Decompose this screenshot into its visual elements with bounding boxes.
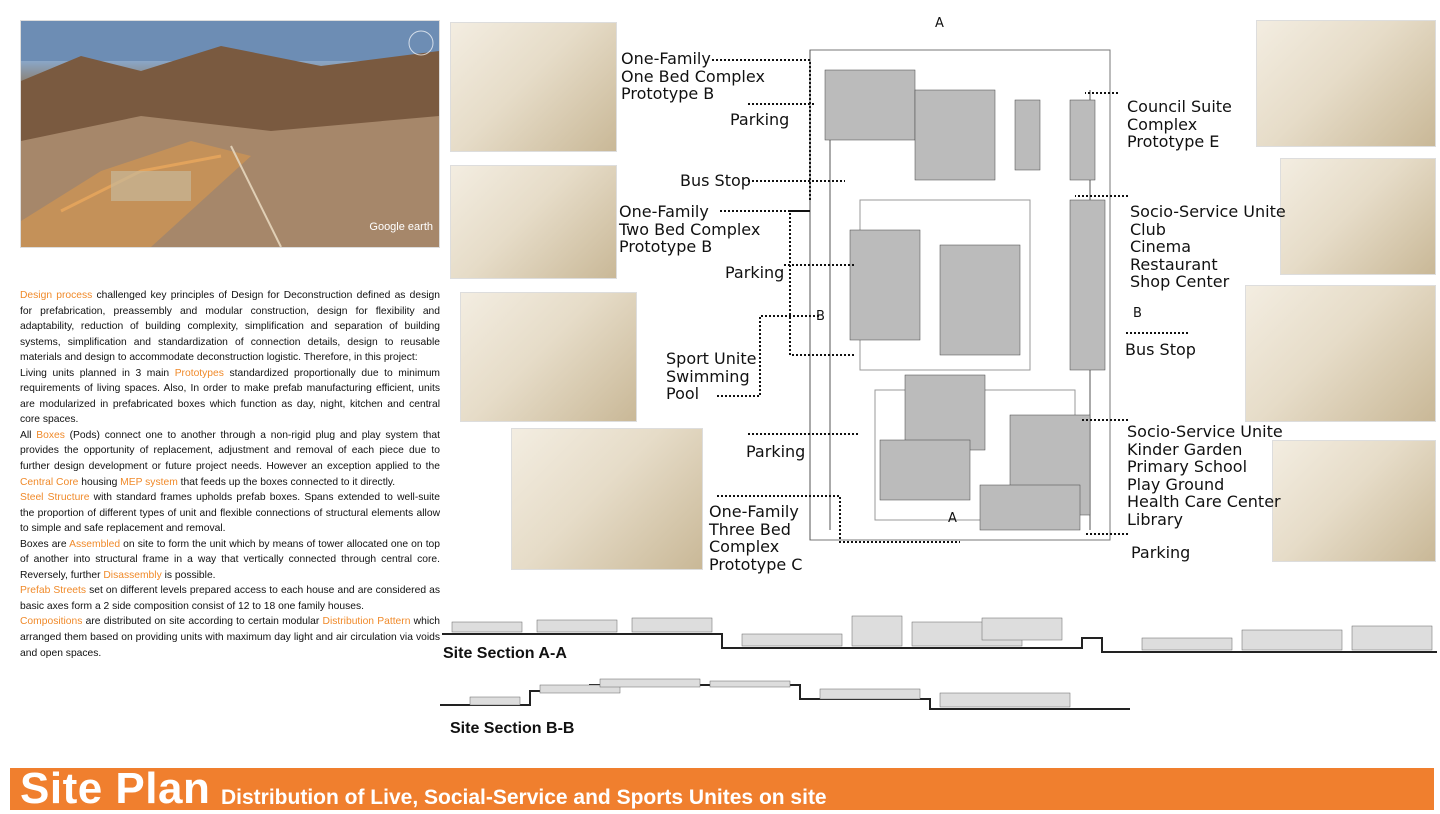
description-paragraph-1: Design process challenged key principles… — [20, 288, 440, 366]
highlight-central-core: Central Core — [20, 476, 79, 488]
section-bb-title: Site Section B-B — [450, 720, 575, 737]
section-marker-a-top: A — [935, 16, 944, 31]
description-paragraph-4: Steel Structure with standard frames uph… — [20, 490, 440, 537]
description-paragraph-7: Compositions are distributed on site acc… — [20, 614, 440, 661]
text-run: All — [20, 429, 37, 441]
title-banner: Site Plan Distribution of Live, Social-S… — [10, 764, 1434, 813]
aerial-terrain-graphic — [21, 21, 439, 247]
text-run: Living units planned in 3 main — [20, 367, 175, 379]
highlight-distribution-pattern: Distribution Pattern — [322, 616, 411, 628]
model-photo-bus-area — [1245, 285, 1436, 422]
section-aa-drawing — [442, 615, 1437, 653]
label-parking-3: Parking — [746, 442, 806, 461]
highlight-prefab-streets: Prefab Streets — [20, 585, 87, 597]
description-paragraph-3: All Boxes (Pods) connect one to another … — [20, 428, 440, 490]
model-photo-council — [1256, 20, 1436, 147]
description-paragraph-5: Boxes are Assembled on site to form the … — [20, 537, 440, 584]
model-photo-socio-school — [1272, 440, 1436, 562]
banner-title: Site Plan — [20, 764, 211, 813]
google-earth-watermark: Google earth — [369, 221, 433, 233]
text-run: standardized proportionally due to minim… — [20, 367, 440, 426]
label-bus-stop-1: Bus Stop — [680, 171, 751, 190]
site-plan-drawing — [809, 49, 1111, 541]
model-photo-one-bed — [450, 22, 617, 152]
description-paragraph-2: Living units planned in 3 main Prototype… — [20, 366, 440, 428]
label-socio-service-2: Socio-Service Unite Kinder Garden Primar… — [1127, 422, 1283, 529]
text-run: that feeds up the boxes connected to it … — [177, 476, 396, 488]
description-paragraph-6: Prefab Streets set on different levels p… — [20, 583, 440, 614]
label-parking-2: Parking — [725, 263, 785, 282]
label-three-bed-complex: One-Family Three Bed Complex Prototype C — [709, 502, 803, 574]
highlight-compositions: Compositions — [20, 616, 83, 628]
text-run: (Pods) connect one to another through a … — [20, 429, 440, 473]
section-marker-a-bottom: A — [948, 511, 957, 526]
section-aa-title: Site Section A-A — [443, 645, 567, 662]
text-run: which arranged them based on providing u… — [20, 616, 440, 659]
label-one-bed-complex: One-Family One Bed Complex Prototype B — [621, 49, 765, 103]
label-council-suite: Council Suite Complex Prototype E — [1127, 97, 1232, 151]
label-parking-4: Parking — [1131, 543, 1191, 562]
section-marker-b-left: B — [816, 309, 825, 324]
highlight-disassembly: Disassembly — [103, 569, 162, 581]
model-photo-three-bed — [511, 428, 703, 570]
banner-subtitle: Distribution of Live, Social-Service and… — [221, 786, 827, 809]
text-run: are distributed on site according to cer… — [82, 616, 323, 628]
label-parking-1: Parking — [730, 110, 790, 129]
highlight-prototypes: Prototypes — [174, 367, 224, 379]
label-sport-unit: Sport Unite Swimming Pool — [666, 349, 757, 403]
text-run: with standard frames upholds prefab boxe… — [20, 492, 440, 535]
aerial-site-photo: Google earth — [20, 20, 440, 248]
text-run: is possible. — [161, 569, 216, 581]
text-run: set on different levels prepared access … — [20, 585, 440, 612]
model-photo-two-bed — [450, 165, 617, 279]
model-photo-sport — [460, 292, 637, 422]
label-bus-stop-2: Bus Stop — [1125, 340, 1196, 359]
text-run: Boxes are — [20, 538, 70, 550]
text-run: on site to form the unit which by means … — [20, 538, 441, 581]
text-run: challenged key principles of Design for … — [20, 290, 440, 364]
highlight-assembled: Assembled — [69, 538, 121, 550]
text-run: housing — [78, 476, 121, 488]
label-two-bed-complex: One-Family Two Bed Complex Prototype B — [619, 202, 761, 256]
model-photo-socio-club — [1280, 158, 1436, 275]
highlight-design-process: Design process — [20, 290, 93, 301]
label-socio-service-1: Socio-Service Unite Club Cinema Restaura… — [1130, 202, 1286, 291]
section-marker-b-right: B — [1133, 306, 1142, 321]
highlight-mep-system: MEP system — [120, 476, 178, 488]
highlight-steel-structure: Steel Structure — [20, 492, 90, 504]
highlight-boxes: Boxes — [36, 429, 65, 441]
section-bb-drawing — [440, 678, 1130, 710]
design-description: Design process challenged key principles… — [20, 288, 440, 661]
